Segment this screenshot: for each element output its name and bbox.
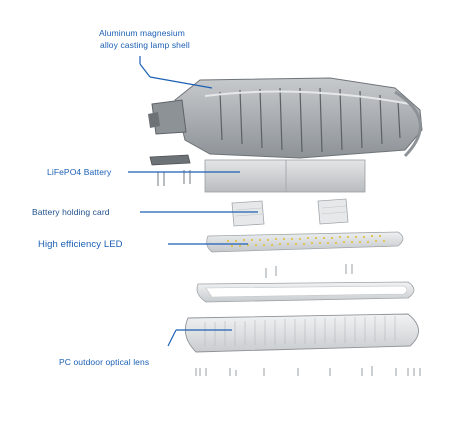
lamp-shell	[148, 77, 423, 159]
label-led: High efficiency LED	[38, 239, 123, 250]
led-panel	[206, 231, 404, 253]
label-battery-holding-card: Battery holding card	[32, 207, 110, 217]
leader-shell-b	[139, 63, 151, 78]
leader-lens-a	[167, 329, 177, 347]
battery-holding-card	[231, 198, 349, 227]
label-optical-lens: PC outdoor optical lens	[59, 357, 150, 367]
leader-lines	[128, 56, 258, 347]
label-shell-line1: Aluminum magnesium	[99, 28, 185, 38]
label-battery: LiFePO4 Battery	[47, 167, 112, 177]
screws-lower	[195, 366, 421, 376]
screws-upper	[265, 264, 353, 278]
gasket-frame	[196, 281, 415, 303]
optical-lens	[184, 313, 419, 353]
battery-pack	[204, 159, 366, 193]
leader-shell-c	[149, 76, 213, 89]
label-shell-line2: alloy casting lamp shell	[100, 40, 190, 50]
battery-bracket	[149, 154, 191, 186]
